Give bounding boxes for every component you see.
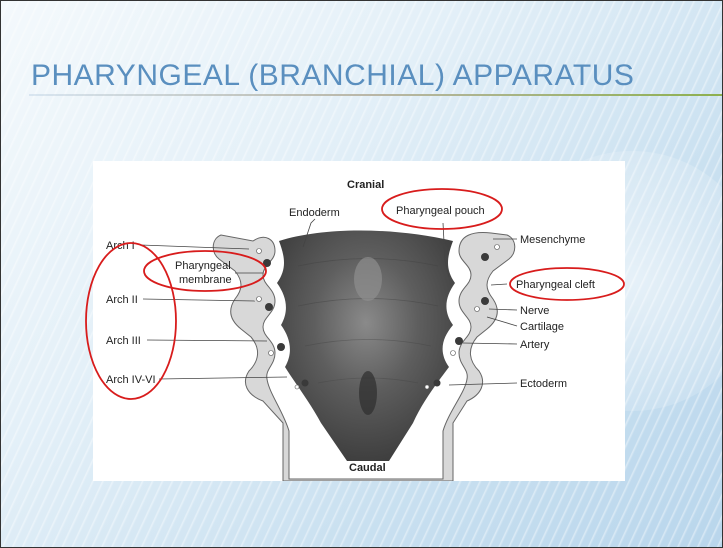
- highlight-pharyngeal-pouch: [382, 189, 502, 229]
- highlight-pharyngeal-membrane: [144, 251, 266, 291]
- highlight-pharyngeal-cleft: [510, 268, 624, 300]
- highlight-arches: [86, 243, 176, 399]
